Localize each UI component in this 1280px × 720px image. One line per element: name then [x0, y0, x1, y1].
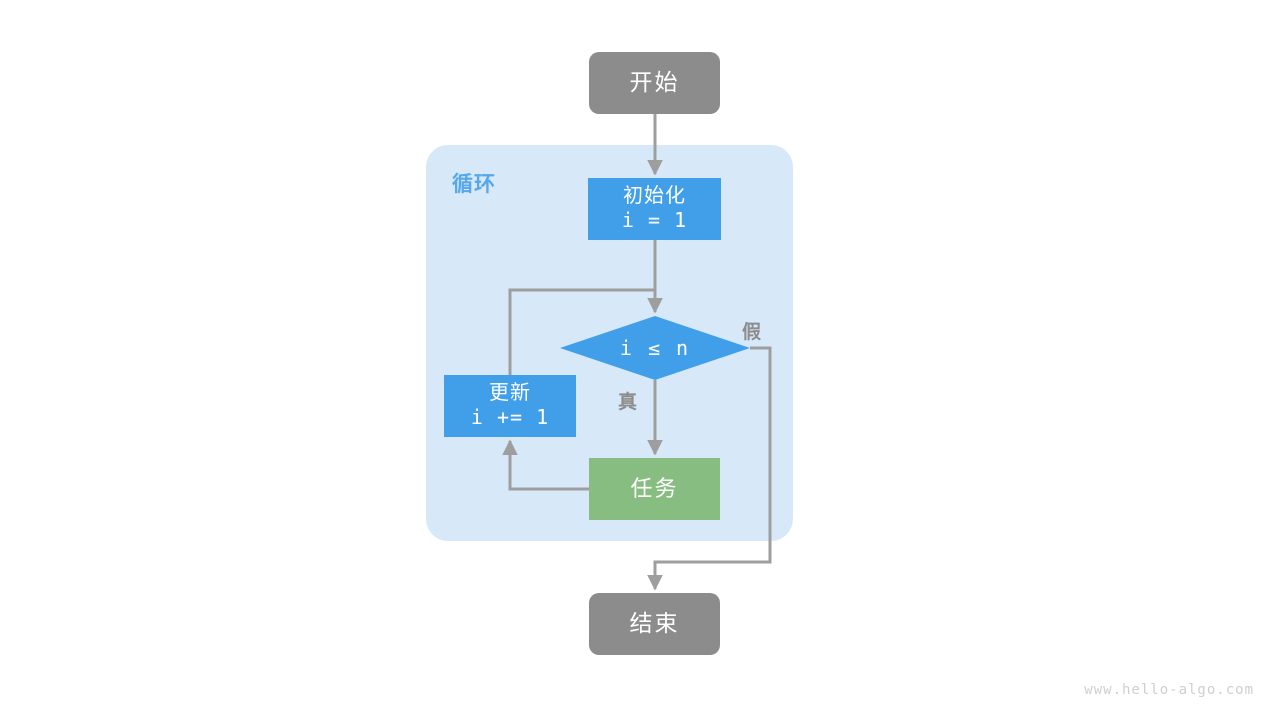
diamond-shape-icon — [560, 316, 750, 380]
node-update[interactable]: 更新 i += 1 — [444, 375, 576, 437]
node-start-label: 开始 — [629, 69, 680, 96]
node-decision-condition[interactable]: i ≤ n — [560, 316, 750, 380]
node-task[interactable]: 任务 — [589, 458, 720, 520]
node-initialize[interactable]: 初始化 i = 1 — [588, 178, 721, 240]
node-end[interactable]: 结束 — [589, 593, 720, 655]
edge-update-to-decision — [508, 288, 655, 375]
watermark: www.hello-algo.com — [1084, 682, 1254, 698]
edge-task-to-update — [502, 439, 589, 491]
node-end-label: 结束 — [629, 610, 680, 637]
node-initialize-title: 初始化 — [623, 185, 686, 208]
branch-label-true: 真 — [618, 392, 638, 413]
node-decision-label: i ≤ n — [619, 336, 691, 360]
node-task-label: 任务 — [630, 476, 679, 502]
node-update-title: 更新 — [489, 382, 531, 405]
edge-decision-false-to-end — [647, 346, 772, 591]
node-initialize-expression: i = 1 — [621, 208, 688, 232]
loop-container-label: 循环 — [452, 173, 496, 196]
node-update-expression: i += 1 — [470, 405, 550, 429]
node-start[interactable]: 开始 — [589, 52, 720, 114]
branch-label-false: 假 — [742, 322, 762, 343]
